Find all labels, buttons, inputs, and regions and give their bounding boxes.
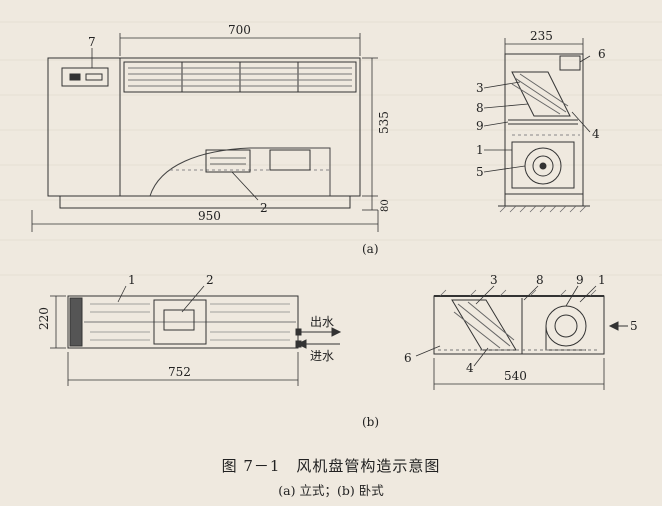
part-number-8-a: 8 xyxy=(476,101,484,115)
dim-752: 752 xyxy=(168,365,191,379)
dim-235: 235 xyxy=(530,29,553,43)
unit-a-front-view xyxy=(47,57,361,209)
side-top-outlet xyxy=(559,55,581,71)
leaders-a xyxy=(91,48,259,201)
fan-motor-plan xyxy=(163,309,195,331)
part-number-5-a: 5 xyxy=(476,165,484,179)
leaders-b xyxy=(117,285,205,313)
ceiling-hatch xyxy=(439,289,597,297)
floor-hatch xyxy=(499,205,587,213)
dim-80: 80 xyxy=(380,199,391,212)
coil-fin xyxy=(519,73,569,107)
fan-scroll-b xyxy=(545,305,587,347)
dimensions-a-side xyxy=(504,38,584,54)
filter-box xyxy=(205,149,251,173)
part-number-1-a: 1 xyxy=(476,143,484,157)
control-slot xyxy=(85,73,103,81)
coil-block xyxy=(511,71,571,117)
figure-caption-subtitle: (a) 立式；(b) 卧式 xyxy=(278,483,384,498)
part-number-1-b: 1 xyxy=(598,273,606,287)
top-grille xyxy=(123,61,357,93)
cabinet-body xyxy=(47,57,361,197)
part-number-2-a: 2 xyxy=(260,201,268,215)
coil-stub xyxy=(269,149,311,171)
inlet-label: 进水 xyxy=(310,349,334,363)
dim-950: 950 xyxy=(198,209,221,223)
fan-wheel xyxy=(532,155,554,177)
coil-fin xyxy=(511,83,561,115)
dimensions-b xyxy=(50,295,299,386)
pipe-fitting xyxy=(295,328,302,336)
coil-fin-b xyxy=(457,303,511,347)
outlet-arrow xyxy=(331,327,342,337)
dimensions-b-side xyxy=(433,358,605,390)
background-lines xyxy=(0,21,662,276)
horizontal-cabinet xyxy=(67,295,299,349)
leaders-b-side xyxy=(415,285,597,367)
pipe-fitting xyxy=(295,340,302,348)
part-number-4-b: 4 xyxy=(466,361,474,375)
part-number-8-b: 8 xyxy=(536,273,544,287)
unit-a-side-view xyxy=(498,53,590,213)
end-panel xyxy=(69,297,83,347)
part-number-3-a: 3 xyxy=(476,81,484,95)
cabinet-base xyxy=(59,195,351,209)
part-number-3-b: 3 xyxy=(490,273,498,287)
fan-hub xyxy=(539,162,547,170)
part-number-5-b: 5 xyxy=(630,319,638,333)
coil-fin xyxy=(514,77,567,113)
dim-220: 220 xyxy=(37,307,51,330)
dim-535: 535 xyxy=(377,111,391,134)
part-number-2-b: 2 xyxy=(206,273,214,287)
fan-section-plan xyxy=(153,299,207,345)
fan-wheel-b xyxy=(554,314,578,338)
figure-caption-title: 图 7－1 风机盘管构造示意图 xyxy=(221,457,441,475)
part-number-1-b-plan: 1 xyxy=(128,273,136,287)
part-number-4-a: 4 xyxy=(592,127,600,141)
outlet-label: 出水 xyxy=(310,315,334,329)
part-number-6-a: 6 xyxy=(598,47,606,61)
unit-b-side-view xyxy=(433,289,628,355)
plan-grille-lines xyxy=(90,303,290,341)
air-inlet-arrow-b xyxy=(608,321,619,331)
coil-fin-b xyxy=(467,301,515,341)
inlet-arrow xyxy=(296,339,307,349)
control-switch xyxy=(69,73,81,81)
unit-b-plan-view xyxy=(67,295,342,349)
coil-fin-b xyxy=(453,311,501,349)
dim-540: 540 xyxy=(504,369,527,383)
control-box xyxy=(61,67,109,87)
dim-700: 700 xyxy=(228,23,251,37)
fan-housing xyxy=(511,141,575,189)
part-number-6-b: 6 xyxy=(404,351,412,365)
panel-label-a: (a) xyxy=(362,242,379,256)
panel-label-b: (b) xyxy=(362,415,379,429)
leaders-a-side xyxy=(483,55,591,173)
part-number-9-b: 9 xyxy=(576,273,584,287)
dimensions-a xyxy=(31,33,379,232)
part-number-9-a: 9 xyxy=(476,119,484,133)
part-number-7: 7 xyxy=(88,35,96,49)
fan-cutaway xyxy=(149,147,331,197)
